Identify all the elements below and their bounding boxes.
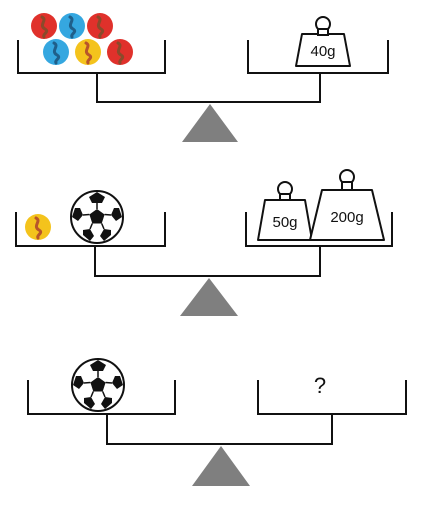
- left-pan-3: [27, 380, 176, 415]
- marble-red: [105, 37, 135, 67]
- marble-blue: [41, 37, 71, 67]
- marble-blue: [57, 11, 87, 41]
- marble-group-1: [29, 11, 135, 67]
- beam-1: [96, 73, 321, 103]
- weight-label: 40g: [310, 43, 335, 60]
- beam-2: [94, 246, 321, 277]
- weight-200g: 200g: [309, 169, 385, 241]
- scale-3: ?: [27, 358, 407, 486]
- soccer-ball: [70, 190, 124, 244]
- beam-3: [106, 414, 333, 445]
- scale-2: 50g 200g: [15, 169, 393, 316]
- fulcrum-2: [180, 278, 238, 316]
- marble-red: [29, 11, 59, 41]
- soccer-ball: [71, 358, 125, 412]
- weight-label: 200g: [330, 209, 363, 226]
- unknown-weight-mark: ?: [314, 373, 326, 398]
- right-pan-1: [247, 40, 389, 74]
- scale-1: 40g: [17, 11, 389, 142]
- fulcrum-3: [192, 446, 250, 486]
- weight-label: 50g: [272, 214, 297, 231]
- left-pan-2: [15, 212, 166, 247]
- fulcrum-1: [182, 104, 238, 142]
- weight-50g: 50g: [257, 181, 313, 241]
- marble-yellow: [23, 212, 53, 242]
- marble-yellow: [73, 37, 103, 67]
- right-pan-3: [257, 380, 407, 415]
- marble-red: [85, 11, 115, 41]
- weight-40g: 40g: [295, 16, 351, 67]
- left-pan-1: [17, 40, 166, 74]
